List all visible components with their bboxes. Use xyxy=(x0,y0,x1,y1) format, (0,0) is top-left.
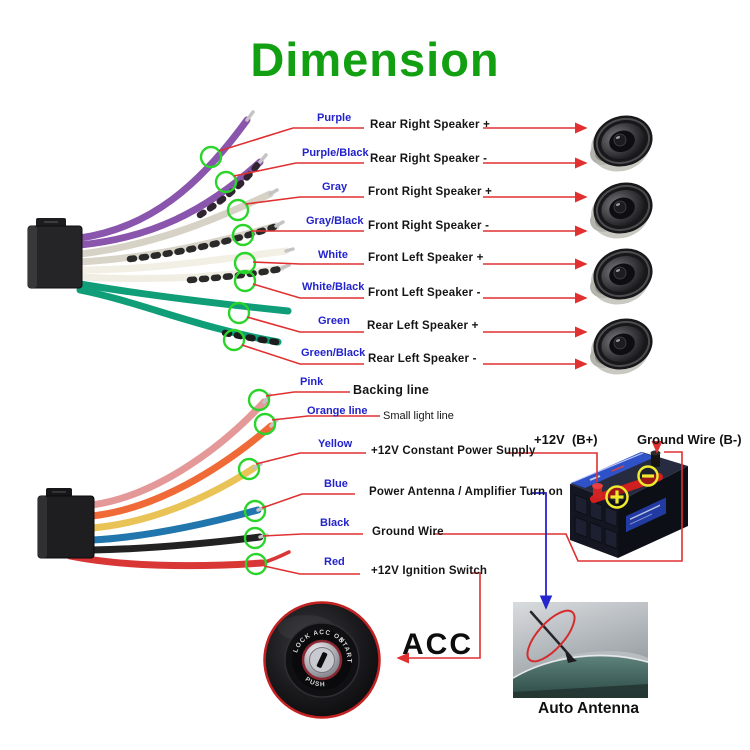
wire-color-label-white: White xyxy=(318,249,348,261)
ignition-switch-image: LOCK ACC ON START PUSH xyxy=(263,601,381,719)
speaker-icon-rear-left xyxy=(583,309,661,384)
speaker-icon-rear-right xyxy=(583,106,661,181)
wire-function-label: Power Antenna / Amplifier Turn on xyxy=(369,486,564,498)
line-to-antenna xyxy=(532,492,553,610)
wire-function-label: Front Left Speaker + xyxy=(368,252,484,264)
antenna-highlight-ellipse xyxy=(526,609,576,663)
wire-color-label-purple-black: Purple/Black xyxy=(302,147,369,159)
wire-function-label: +12V Constant Power Supply xyxy=(371,445,536,457)
wire-function-label: Rear Left Speaker - xyxy=(368,353,477,365)
wire-function-label: Ground Wire xyxy=(372,526,444,538)
wire-color-label-white-black: White/Black xyxy=(302,281,365,293)
line-to-battery-ground xyxy=(433,451,683,562)
wire-color-label-black: Black xyxy=(320,517,350,529)
wire-function-label: Rear Right Speaker + xyxy=(370,119,491,131)
wire-function-label: +12V Ignition Switch xyxy=(371,565,488,577)
wire-function-label: Small light line xyxy=(383,410,454,422)
speaker-icon-front-right xyxy=(583,173,661,248)
wire-color-label-green: Green xyxy=(318,315,350,327)
acc-label: ACC xyxy=(402,628,473,661)
top-harness-connector xyxy=(27,218,83,289)
wire-function-label: Rear Left Speaker + xyxy=(367,320,479,332)
speaker-icon-front-left xyxy=(583,239,661,314)
battery-negative-symbol xyxy=(637,465,659,487)
keyhole-slot xyxy=(316,652,328,668)
wire-function-label: Rear Right Speaker - xyxy=(370,153,488,165)
wire-color-label-gray: Gray xyxy=(322,181,348,193)
wire-function-label: Front Right Speaker + xyxy=(368,186,493,198)
callout-lines-bottom xyxy=(255,391,683,664)
wire-function-label: Backing line xyxy=(353,383,430,397)
wire-function-label: Front Left Speaker - xyxy=(368,287,481,299)
battery-positive-symbol xyxy=(605,485,629,509)
callout-lines-top xyxy=(218,122,588,370)
page-title: Dimension xyxy=(250,33,500,86)
wire-color-label-yellow: Yellow xyxy=(318,438,353,450)
top-harness-wires xyxy=(76,110,295,346)
bottom-harness-wires xyxy=(66,393,291,570)
wire-color-label-blue: Blue xyxy=(324,478,348,490)
wire-color-label-pink: Pink xyxy=(300,376,324,388)
wire-color-label-gray-black: Gray/Black xyxy=(306,215,364,227)
battery-positive-label: +12V (B+) xyxy=(534,432,598,447)
line-to-battery-positive xyxy=(507,452,598,482)
wire-color-label-purple: Purple xyxy=(317,112,352,124)
battery-negative-label: Ground Wire (B-) xyxy=(637,432,742,447)
wire-color-label-green-black: Green/Black xyxy=(301,347,366,359)
antenna-image xyxy=(512,602,649,698)
wire-tip-circles xyxy=(199,145,277,576)
wire-color-label-red: Red xyxy=(324,556,345,568)
wire-function-label: Front Right Speaker - xyxy=(368,220,490,232)
wire-color-label-orange: Orange line xyxy=(307,405,368,417)
antenna-caption: Auto Antenna xyxy=(538,700,640,717)
line-to-ignition xyxy=(396,572,481,664)
battery-image xyxy=(570,450,688,558)
bottom-harness-connector xyxy=(37,488,95,559)
